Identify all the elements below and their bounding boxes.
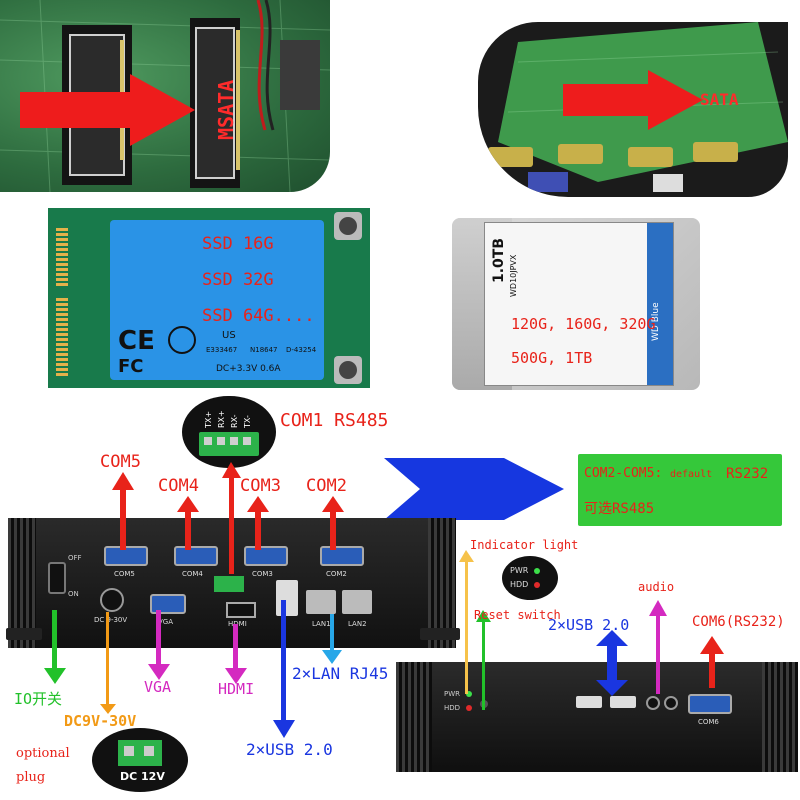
ssd-size-32: SSD 32G bbox=[202, 270, 274, 290]
hdd-capacity-line-1: 120G, 160G, 320G bbox=[511, 315, 656, 333]
vga-port[interactable] bbox=[150, 594, 186, 614]
arrow-com1 bbox=[229, 478, 234, 574]
label-reset: Reset switch bbox=[474, 608, 561, 622]
dc-jack[interactable] bbox=[100, 588, 124, 612]
arrow-com4 bbox=[185, 512, 191, 550]
arrow-com6 bbox=[709, 652, 715, 688]
vga-port-label: VGA bbox=[158, 618, 174, 626]
arrow-usb-bottom bbox=[281, 600, 286, 722]
cert-d43254: D-43254 bbox=[286, 346, 317, 354]
com3-port[interactable] bbox=[244, 546, 288, 566]
arrow-io bbox=[52, 610, 57, 670]
inset-pwr-label: PWR bbox=[510, 566, 529, 575]
ce-mark-icon: CE bbox=[118, 326, 155, 356]
audio-jack-1[interactable] bbox=[646, 696, 660, 710]
inset-hdd-label: HDD bbox=[510, 580, 529, 589]
sata-board-photo: SATA bbox=[478, 22, 788, 197]
com4-port-label: COM4 bbox=[182, 570, 203, 578]
com2-port[interactable] bbox=[320, 546, 364, 566]
label-com6: COM6(RS232) bbox=[692, 614, 785, 630]
power-switch[interactable] bbox=[48, 562, 66, 594]
msata-ssd-card: SSD 16G SSD 32G SSD 64G.... CE US E33346… bbox=[48, 208, 370, 388]
note-rs232: RS232 bbox=[726, 466, 769, 482]
arrow-dc bbox=[106, 612, 109, 706]
hdd-photo: 1.0TB WD10JPVX WD Blue 120G, 160G, 320G … bbox=[452, 218, 700, 390]
fc-mark: FC bbox=[118, 356, 144, 377]
com3-port-label: COM3 bbox=[252, 570, 273, 578]
hdd-capacity-line-2: 500G, 1TB bbox=[511, 349, 593, 367]
lan1-port[interactable] bbox=[306, 590, 336, 614]
com4-port[interactable] bbox=[174, 546, 218, 566]
lan2-port[interactable] bbox=[342, 590, 372, 614]
front-usb-2[interactable] bbox=[610, 696, 636, 708]
lan1-port-label: LAN1 bbox=[312, 620, 331, 628]
dc12v-label: DC 12V bbox=[120, 770, 165, 783]
chassis-rear-panel: OFF ON COM5 COM4 COM3 COM2 DC 9-30V VGA … bbox=[8, 518, 456, 648]
label-com2: COM2 bbox=[306, 476, 347, 496]
hdd-label: 1.0TB WD10JPVX WD Blue 120G, 160G, 320G … bbox=[484, 222, 674, 386]
label-usb-bottom: 2×USB 2.0 bbox=[246, 740, 333, 759]
switch-off-label: OFF bbox=[68, 554, 82, 562]
label-indicator: Indicator light bbox=[470, 538, 579, 552]
hdd-led-label: HDD bbox=[444, 704, 461, 712]
cert-n18647: N18647 bbox=[250, 346, 278, 354]
arrow-vga bbox=[156, 610, 161, 666]
hdd-led bbox=[466, 705, 472, 711]
com6-port-label: COM6 bbox=[698, 718, 719, 726]
com6-port[interactable] bbox=[688, 694, 732, 714]
label-hdmi: HDMI bbox=[218, 680, 255, 698]
dc12v-plug-inset: DC 12V bbox=[92, 728, 188, 792]
ssd-label-sticker: SSD 16G SSD 32G SSD 64G.... CE US E33346… bbox=[110, 220, 324, 380]
ul-us-mark: US bbox=[222, 330, 236, 341]
lan2-port-label: LAN2 bbox=[348, 620, 367, 628]
hdmi-port[interactable] bbox=[226, 602, 256, 618]
dc-jack-label: DC 9-30V bbox=[94, 616, 128, 624]
arrow-hdmi bbox=[233, 624, 238, 670]
arrow-lan bbox=[330, 614, 334, 660]
label-usb-right: 2×USB 2.0 bbox=[548, 616, 630, 634]
label-audio: audio bbox=[638, 580, 675, 594]
label-plug: plug bbox=[16, 770, 46, 785]
msata-board-photo: MSATA bbox=[0, 0, 330, 192]
note-default: default bbox=[670, 469, 713, 480]
arrow-indicator bbox=[465, 560, 468, 694]
label-optional: optional bbox=[16, 746, 70, 761]
label-dc-range: DC9V-30V bbox=[64, 712, 137, 730]
wd-blue-badge: WD Blue bbox=[647, 223, 673, 385]
blue-pointer-arrow bbox=[384, 458, 564, 520]
label-com1-rs485: COM1 RS485 bbox=[280, 410, 389, 431]
pwr-led-label: PWR bbox=[444, 690, 461, 698]
ssd-power-spec: DC+3.3V 0.6A bbox=[216, 364, 281, 374]
label-com3: COM3 bbox=[240, 476, 281, 496]
label-io-switch: IO开关 bbox=[14, 690, 63, 708]
com2-port-label: COM2 bbox=[326, 570, 347, 578]
ssd-size-64: SSD 64G.... bbox=[202, 306, 315, 326]
com5-port-label: COM5 bbox=[114, 570, 135, 578]
label-com5: COM5 bbox=[100, 452, 141, 472]
note-com-range: COM2-COM5: bbox=[584, 466, 663, 481]
note-optional-rs485: 可选RS485 bbox=[584, 501, 655, 517]
cert-e333467: E333467 bbox=[206, 346, 238, 354]
com-note-box: COM2-COM5: default RS232 可选RS485 bbox=[578, 454, 782, 526]
ssd-size-16: SSD 16G bbox=[202, 234, 274, 254]
com1-terminal[interactable] bbox=[214, 576, 244, 592]
audio-jack-2[interactable] bbox=[664, 696, 678, 710]
sata-label: SATA bbox=[700, 90, 739, 109]
label-vga: VGA bbox=[144, 678, 172, 696]
pwr-led bbox=[466, 691, 472, 697]
led-inset: PWR HDD bbox=[502, 556, 558, 600]
arrow-usb-right bbox=[607, 640, 617, 688]
arrow-com2 bbox=[330, 512, 336, 550]
arrow-com3 bbox=[255, 512, 261, 550]
front-usb-1[interactable] bbox=[576, 696, 602, 708]
terminal-block-inset: TX+ RX+ RX- TX- bbox=[182, 396, 276, 468]
arrow-reset bbox=[482, 620, 485, 710]
arrow-com5 bbox=[120, 490, 126, 550]
label-com4: COM4 bbox=[158, 476, 199, 496]
switch-on-label: ON bbox=[68, 590, 79, 598]
arrow-audio bbox=[656, 614, 660, 694]
label-lan: 2×LAN RJ45 bbox=[292, 664, 389, 683]
rohs-circle-icon bbox=[168, 326, 196, 354]
